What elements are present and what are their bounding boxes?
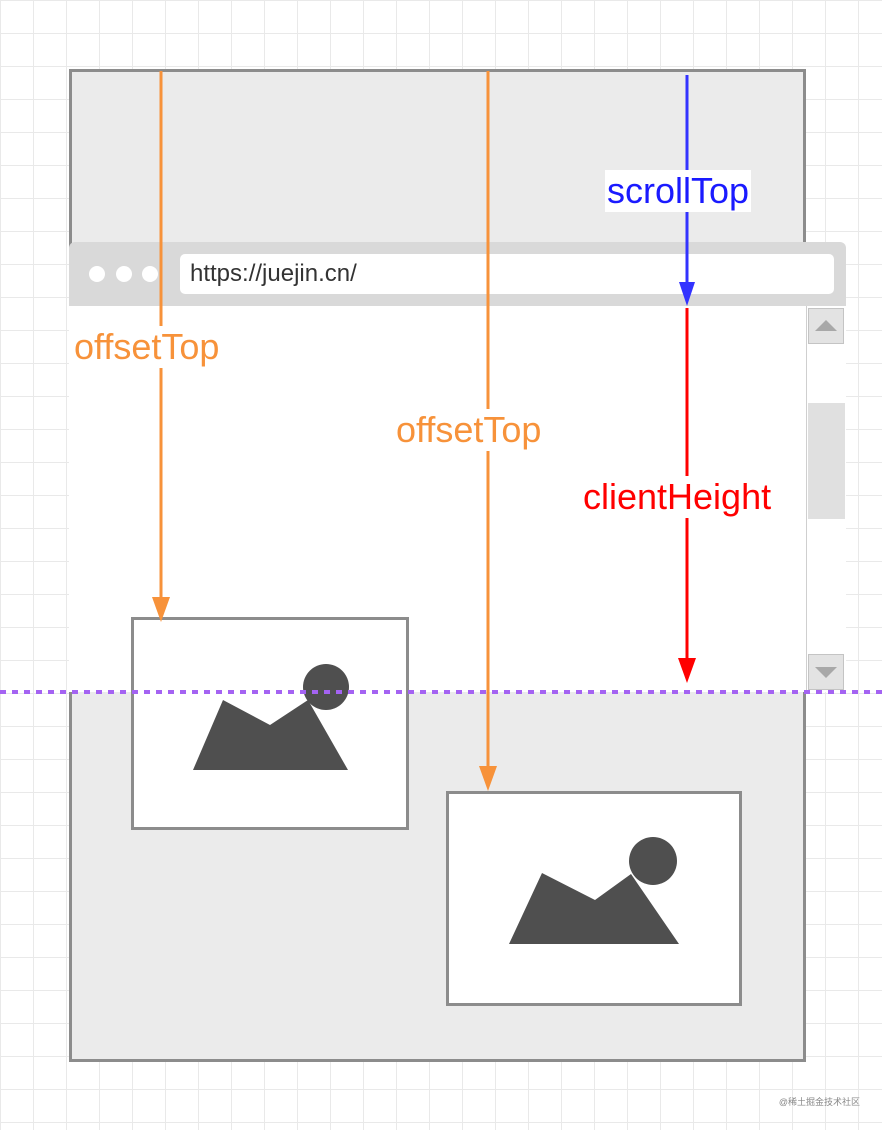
scroll-up-button[interactable]	[808, 308, 844, 344]
scroll-top-label: scrollTop	[605, 170, 752, 212]
vertical-scrollbar[interactable]	[806, 306, 846, 692]
window-dot-icon[interactable]	[142, 266, 158, 282]
image-element-1	[131, 617, 409, 830]
window-dot-icon[interactable]	[89, 266, 105, 282]
window-dot-icon[interactable]	[116, 266, 132, 282]
offset-top-label-1: offsetTop	[72, 326, 222, 368]
offset-top-label-2: offsetTop	[394, 409, 544, 451]
scroll-thumb[interactable]	[808, 403, 845, 519]
browser-toolbar: https://juejin.cn/	[69, 242, 846, 306]
watermark: @稀土掘金技术社区	[778, 1097, 860, 1107]
triangle-down-icon	[815, 667, 837, 678]
address-bar[interactable]: https://juejin.cn/	[180, 254, 834, 294]
image-element-2	[446, 791, 742, 1006]
client-height-label: clientHeight	[581, 476, 774, 518]
scroll-down-button[interactable]	[808, 654, 844, 690]
triangle-up-icon	[815, 320, 837, 331]
image-placeholder-icon	[193, 664, 349, 770]
image-placeholder-icon	[509, 837, 679, 944]
